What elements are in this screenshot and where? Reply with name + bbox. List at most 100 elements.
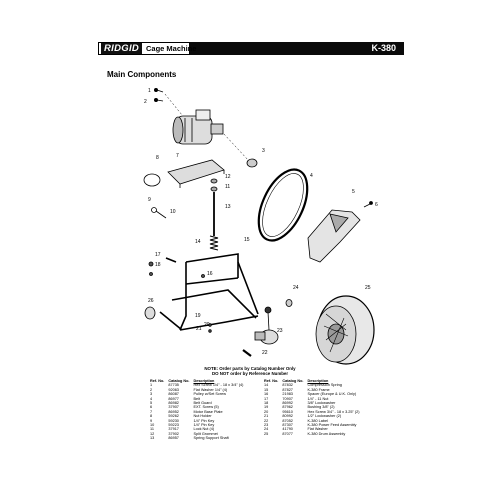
part-ref-number: 17: [264, 396, 269, 401]
part-catalog-number: 86992: [282, 401, 293, 406]
part-description: Spring Support Shaft: [193, 436, 229, 441]
part-catalog-number: 21983: [282, 392, 293, 397]
part-description: Compression Spring: [307, 383, 342, 388]
part-description: Belt: [193, 396, 201, 401]
order-note: NOTE: Order parts by Catalog Number Only…: [160, 366, 340, 376]
part-description: Lock Nut (4): [193, 427, 215, 432]
section-title: Main Components: [107, 70, 177, 79]
drum-assembly: [315, 295, 375, 365]
part-ref-number: 12: [150, 431, 155, 436]
part-ref-number: 11: [150, 427, 154, 432]
part-catalog-number: 59262: [168, 414, 179, 419]
part-description: Hex Screw 1/4" - 18 x 3/4" (4): [193, 383, 244, 388]
part-ref-number: 18: [264, 401, 269, 406]
description-header: Description: [193, 379, 215, 383]
screw-parts: [153, 88, 183, 116]
snap-ring: [143, 173, 161, 187]
part-catalog-number: 92063: [168, 387, 179, 392]
part-ref-number: 14: [264, 383, 269, 388]
catalog-header: Catalog No.: [282, 379, 304, 383]
table-header-row: Ref. No. Catalog No. Description: [262, 379, 362, 383]
callout-5: 5: [352, 189, 355, 195]
description-header: Description: [307, 379, 329, 383]
part-catalog-number: 87827: [282, 387, 293, 392]
part-catalog-number: 87307: [282, 423, 293, 428]
part-ref-number: 21: [264, 414, 269, 419]
part-catalog-number: 86982: [168, 401, 179, 406]
catalog-header: Catalog No.: [168, 379, 190, 383]
part-description: K-380 Frame: [307, 387, 330, 392]
table-row: 18 86992 3/8" Lockwasher: [262, 401, 362, 405]
callout-17: 17: [155, 252, 161, 258]
callout-6: 6: [375, 202, 378, 208]
callout-2: 2: [144, 99, 147, 105]
callout-22: 22: [262, 350, 268, 356]
flat-washer: [285, 299, 293, 307]
part-description: Hex Screw 3/4" - 18 x 3.25" (2): [307, 409, 360, 414]
part-catalog-number: 87832: [282, 383, 293, 388]
part-catalog-number: 37917: [168, 427, 179, 432]
ref-header: Ref. No.: [150, 379, 165, 383]
callout-15: 15: [244, 237, 250, 243]
part-ref-number: 2: [150, 387, 153, 392]
part-ref-number: 8: [150, 414, 153, 419]
callout-10: 10: [170, 209, 176, 215]
belt: [257, 168, 309, 242]
wheel: [144, 306, 156, 320]
part-description: 1/2" Lockwasher (2): [307, 414, 342, 419]
callout-23: 23: [277, 328, 283, 334]
callout-8: 8: [156, 155, 159, 161]
ref-header: Ref. No.: [264, 379, 279, 383]
part-description: 3/8" Lockwasher: [307, 401, 336, 406]
callout-labels: 1 2 3 4 5 6 7 8 9 10 11 12 13 14 15 16 1…: [144, 88, 378, 356]
part-ref-number: 10: [150, 423, 155, 428]
part-ref-number: 4: [150, 396, 153, 401]
part-description: 1/4" Pin Key: [193, 423, 215, 428]
cage-frame: [159, 253, 259, 331]
table-row: 11 37917 Lock Nut (4): [148, 427, 245, 431]
part-description: Pulley w/Set Screw: [193, 392, 226, 397]
callout-26: 26: [148, 298, 154, 304]
part-ref-number: 15: [264, 387, 269, 392]
part-description: 1/4" Pin Key: [193, 418, 215, 423]
part-catalog-number: 59230: [168, 418, 179, 423]
pulley: [223, 133, 258, 168]
belt-guard: [307, 209, 361, 263]
callout-4: 4: [310, 173, 313, 179]
table-row: 8 59262 Nut Holder: [148, 414, 245, 418]
part-description: Nut Holder: [193, 414, 212, 419]
motor-base-plate: [167, 159, 225, 188]
motor-illustration: [172, 109, 224, 145]
callout-20: 20: [204, 322, 210, 328]
compression-spring: [209, 235, 219, 251]
part-catalog-number: 41790: [282, 427, 293, 432]
part-catalog-number: 37907: [168, 405, 179, 410]
part-catalog-number: 87962: [282, 405, 293, 410]
part-catalog-number: 86087: [168, 392, 179, 397]
part-description: Flat Washer 1/4" (4): [193, 387, 228, 392]
header-title: Cage Machine: [146, 44, 197, 53]
callout-3: 3: [262, 148, 265, 154]
callout-21: 21: [196, 326, 202, 332]
part-ref-number: 3: [150, 392, 153, 397]
callout-18: 18: [155, 262, 161, 268]
table-header-row: Ref. No. Catalog No. Description: [148, 379, 245, 383]
part-ref-number: 22: [264, 418, 269, 423]
callout-1: 1: [148, 88, 151, 94]
part-description: Bushing 3/8" (2): [307, 405, 335, 410]
power-feed-assembly: [254, 306, 279, 345]
